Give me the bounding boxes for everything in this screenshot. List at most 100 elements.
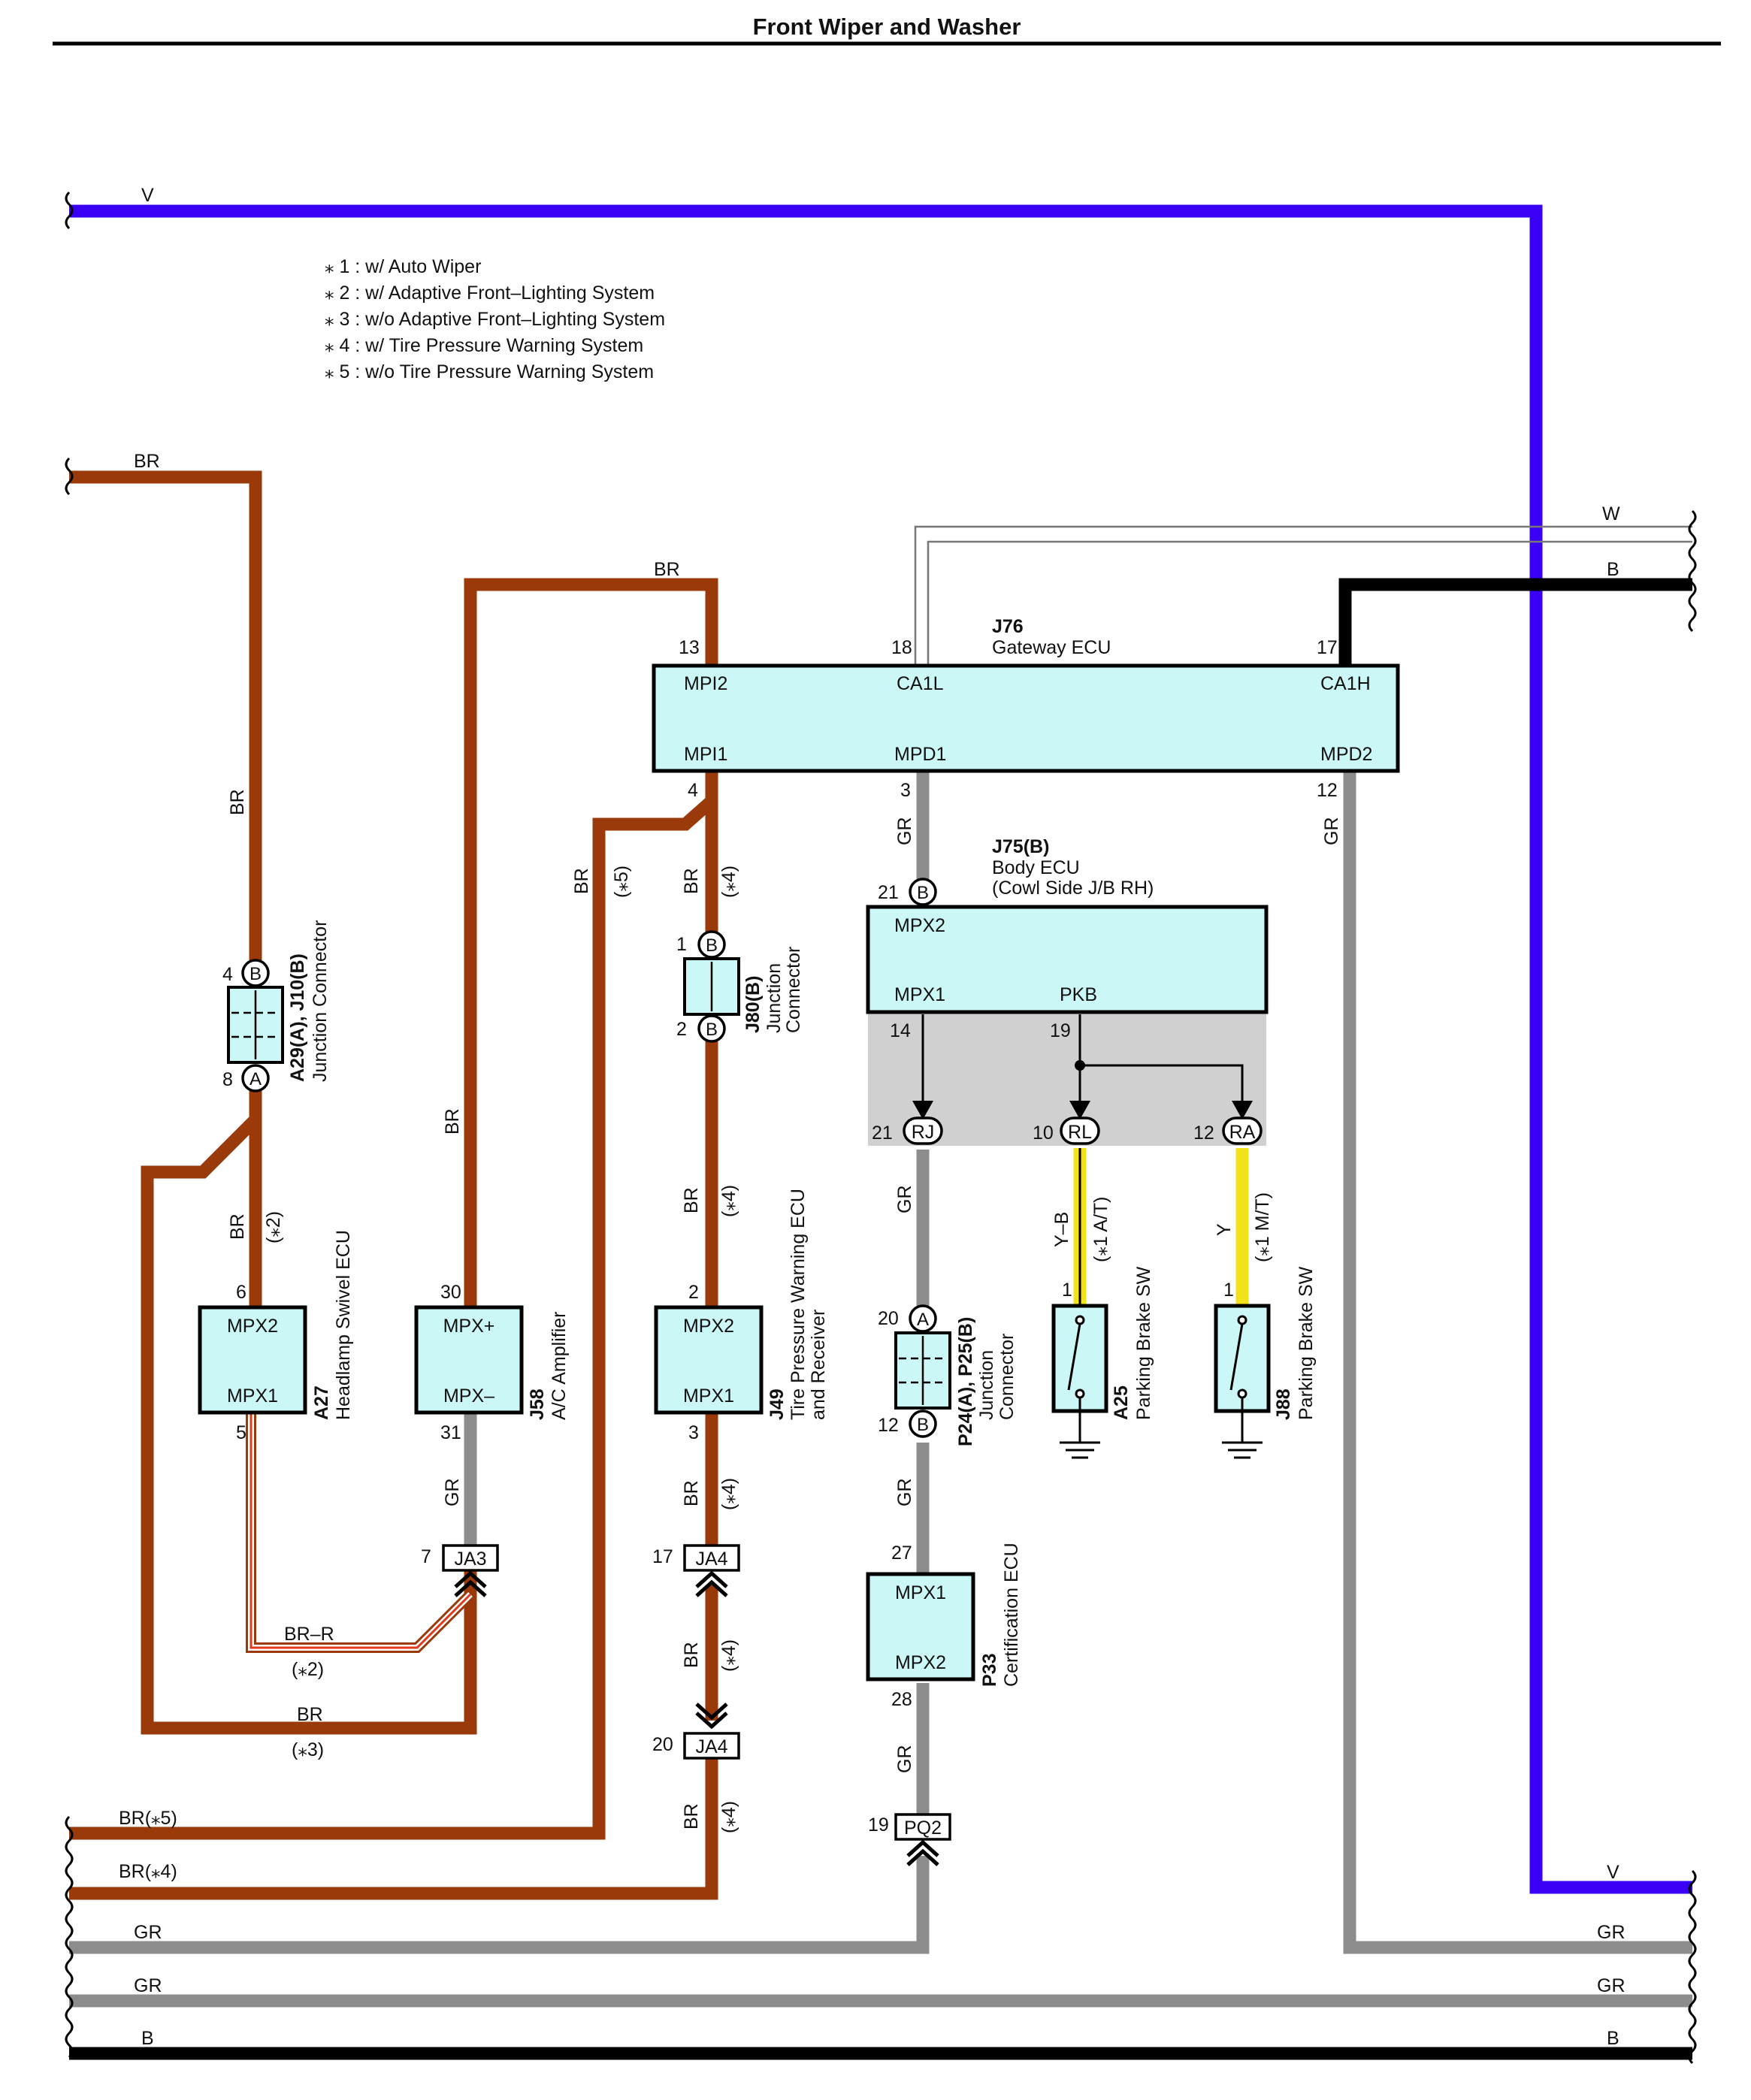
- wire-gr-pq2-out: [69, 1856, 930, 1954]
- j88-ground-icon: [1222, 1441, 1263, 1459]
- j58-term-1: MPX+: [443, 1316, 495, 1337]
- label-gr-left-1: GR: [134, 1922, 162, 1943]
- break-marks: [65, 191, 1697, 2065]
- ja3-arrow-icon: [454, 1570, 487, 1597]
- headlamp-swivel-ecu-a27: 6 MPX2 MPX1 5 A27 Headlamp Swivel ECU: [198, 1230, 354, 1443]
- inline-connectors: 7 JA3 17 JA4 20 JA4 19 PQ2: [421, 1544, 951, 1866]
- label-gr-mpd1: GR: [894, 817, 915, 846]
- ra-box: [1222, 1116, 1263, 1145]
- p24-name: Junction: [976, 1350, 997, 1420]
- a29-conn-b: B: [249, 964, 262, 984]
- label-br-ja4: BR: [681, 1480, 702, 1506]
- label-w: W: [1602, 503, 1620, 524]
- j76-code: J76: [992, 616, 1024, 637]
- label-br-j80: BR: [681, 868, 702, 894]
- ja4a-pin: 17: [652, 1546, 673, 1567]
- ja4a-label: JA4: [695, 1549, 727, 1570]
- j88-switch-blade: [1229, 1323, 1244, 1391]
- note-1: ⁎ 1 : w/ Auto Wiper: [325, 256, 481, 277]
- j75-box: [866, 905, 1269, 1014]
- j58-pin-bot: 31: [440, 1422, 461, 1443]
- rl-label: RL: [1068, 1122, 1092, 1143]
- j88-contact-bot: [1237, 1388, 1247, 1399]
- wire-w-inner: [927, 540, 1692, 666]
- note-4: ⁎ 4 : w/ Tire Pressure Warning System: [325, 335, 643, 356]
- label-y-b-note: (⁎1 A/T): [1090, 1196, 1111, 1262]
- j75-name2: (Cowl Side J/B RH): [992, 878, 1154, 899]
- p33-pin-bot: 28: [891, 1689, 912, 1710]
- junction-connector-a29-j10: 4 B 8 A A29(A), J10(B) Junction Connecto…: [222, 920, 331, 1092]
- j58-pin-top: 30: [440, 1282, 461, 1303]
- notes-legend: ⁎ 1 : w/ Auto Wiper ⁎ 2 : w/ Adaptive Fr…: [325, 256, 665, 382]
- a25-contact-bot: [1075, 1388, 1085, 1399]
- label-br-a29: BR: [227, 789, 248, 815]
- wire-br-branch-n3: [141, 1114, 477, 1735]
- label-b-right-bottom: B: [1607, 2028, 1619, 2049]
- label-br-mid-note: (⁎4): [718, 1639, 739, 1672]
- wire-br-n4: [69, 1758, 718, 1900]
- j49-term-1: MPX2: [683, 1316, 734, 1337]
- j76-pin-18: 18: [891, 637, 912, 658]
- break-mark-left-bundle: [65, 1815, 74, 2059]
- j76-term-ca1h: CA1H: [1320, 673, 1371, 694]
- gateway-ecu-j76: J76 Gateway ECU 13 18 17 MPI2 CA1L CA1H …: [652, 616, 1400, 801]
- j76-name: Gateway ECU: [992, 637, 1111, 658]
- j80-top-letter: B: [706, 935, 718, 956]
- label-br-r: BR–R: [284, 1624, 334, 1645]
- label-y-b: Y–B: [1051, 1212, 1072, 1247]
- j49-name2: and Receiver: [808, 1310, 829, 1420]
- j49-pin-top: 2: [688, 1282, 699, 1303]
- label-br-bottom-note: (⁎4): [718, 1801, 739, 1833]
- wire-br-r: [246, 1413, 474, 1653]
- label-br-j49-note: (⁎4): [718, 1185, 739, 1217]
- p24-name2: Connector: [996, 1334, 1018, 1420]
- wire-labels: V BR BR W B BR BR BR (⁎5) BR (⁎4) BR (⁎4…: [119, 185, 1625, 2049]
- break-mark-right-bundle: [1688, 1869, 1697, 2065]
- junction-connector-j80: 1 B 2 B J80(B) Junction Connector: [676, 930, 804, 1043]
- label-br-bottom: BR: [681, 1803, 702, 1830]
- j76-term-ca1l: CA1L: [897, 673, 944, 694]
- a27-term-1: MPX2: [227, 1316, 278, 1337]
- label-gr-p24: GR: [894, 1479, 915, 1507]
- label-gr-right-1: GR: [1597, 1922, 1625, 1943]
- a27-pin-top: 6: [236, 1282, 246, 1303]
- a27-name: Headlamp Swivel ECU: [333, 1230, 354, 1420]
- ja4a-box: [683, 1544, 740, 1572]
- label-br-a27-note: (⁎2): [263, 1211, 284, 1243]
- wire-gr-mpd2: [1343, 771, 1692, 1954]
- wire-v: [69, 204, 1692, 1894]
- a29-pin-8: 8: [222, 1069, 233, 1090]
- ja4b-arrow-icon: [695, 1703, 728, 1730]
- label-br-mid: BR: [681, 1642, 702, 1668]
- break-mark-v-left: [65, 191, 74, 230]
- a25-ground-icon: [1060, 1441, 1100, 1459]
- label-gr-right-2: GR: [1597, 1975, 1625, 1996]
- j75-pin-14: 14: [890, 1020, 911, 1041]
- label-br-n3: BR: [297, 1704, 323, 1725]
- j58-box: [414, 1305, 524, 1415]
- wire-b-ca1h: [1338, 578, 1692, 666]
- body-ecu-j75: J75(B) Body ECU (Cowl Side J/B RH) 21 B …: [866, 836, 1269, 1119]
- p24-conn-a: A: [917, 1310, 929, 1330]
- a27-code: A27: [311, 1385, 332, 1420]
- ja3-pin: 7: [421, 1546, 431, 1567]
- wire-br-r-stripe: [248, 1413, 473, 1651]
- j49-pin-bot: 3: [688, 1422, 699, 1443]
- tire-pressure-ecu-j49: 2 MPX2 MPX1 3 J49 Tire Pressure Warning …: [654, 1189, 829, 1443]
- j76-term-mpd2: MPD2: [1320, 744, 1372, 765]
- j76-term-mpd1: MPD1: [894, 744, 946, 765]
- label-br-n4-left: BR(⁎4): [119, 1861, 177, 1882]
- p33-term-2: MPX2: [895, 1652, 946, 1673]
- j49-code: J49: [767, 1388, 788, 1420]
- note-3: ⁎ 3 : w/o Adaptive Front–Lighting System: [325, 309, 665, 330]
- label-gr-j58: GR: [442, 1479, 463, 1507]
- j88-code: J88: [1273, 1388, 1294, 1420]
- p33-pin-top: 27: [891, 1543, 912, 1564]
- label-v-right: V: [1607, 1862, 1619, 1883]
- j58-name: A/C Amplifier: [549, 1312, 570, 1420]
- p33-box: [866, 1572, 975, 1682]
- j76-pin-12: 12: [1317, 780, 1338, 801]
- label-y-note: (⁎1 M/T): [1252, 1192, 1273, 1262]
- certification-ecu-p33: 27 MPX1 MPX2 28 P33 Certification ECU: [866, 1543, 1022, 1710]
- j76-term-mpi1: MPI1: [684, 744, 727, 765]
